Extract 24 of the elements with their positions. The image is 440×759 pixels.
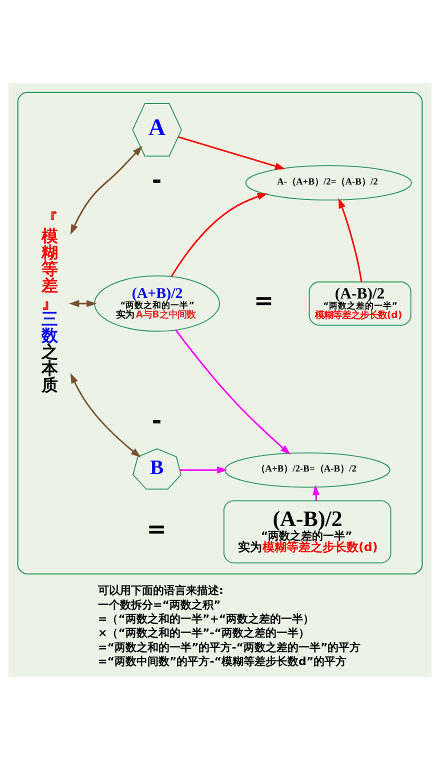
- label: =: [254, 286, 274, 314]
- arrow: [175, 329, 291, 454]
- arrow: [68, 299, 97, 307]
- node-text: 『模糊等差』 三数 之本质: [41, 210, 58, 394]
- label: 一个数拆分=“两数之积”: [98, 598, 221, 611]
- arrow: [338, 197, 362, 282]
- label: =（“两数之和的一半”+“两数之差的一半）: [98, 612, 314, 625]
- arrow: [70, 372, 141, 458]
- label: =“两数之和的一半”的平方-“两数之差的一半”的平方: [98, 640, 361, 654]
- cluster: [17, 91, 423, 574]
- arrow: [170, 192, 268, 276]
- node-box: (A-B)/2 “两数之差的一半” 实为模糊等差之步长数(d): [223, 500, 392, 563]
- label: -: [152, 165, 162, 194]
- node-box: (A-B)/2 “两数之差的一半” 模糊等差之步长数(d): [308, 280, 412, 326]
- label: 可以用下面的语言来描述:: [98, 584, 224, 597]
- arrow: [178, 136, 286, 170]
- label: ×（“两数之和的一半”-“两数之差的一半）: [98, 626, 310, 640]
- arrow: [180, 466, 228, 474]
- label: -: [152, 406, 162, 434]
- node-ellipse: （A+B）/2-B=（A-B）/2: [224, 452, 390, 488]
- node-ellipse: (A+B)/2 “两数之和的一半” 实为 A与B之中间数: [94, 274, 220, 332]
- label: =: [146, 514, 167, 542]
- label: =“两数中间数”的平方-“模糊等差步长数d”的平方: [98, 654, 347, 668]
- arrow: [70, 145, 143, 234]
